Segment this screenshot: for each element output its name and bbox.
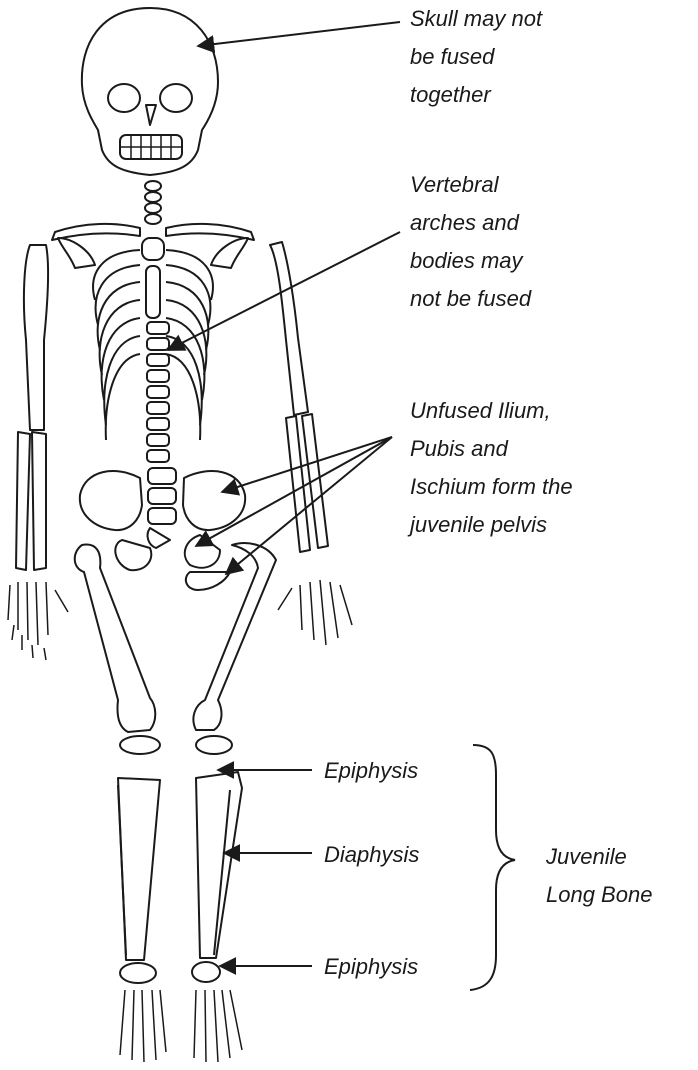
vertebral-label: Vertebral arches and bodies may not be f… [410,166,531,318]
left-arm-drawing [8,245,68,660]
cervical-spine-drawing [145,181,161,224]
epiphysis-bottom-label: Epiphysis [324,948,418,986]
juvenile-long-bone-label: Juvenile Long Bone [546,838,652,914]
skull-label: Skull may not be fused together [410,0,542,114]
skull-drawing [82,8,218,175]
diaphysis-label: Diaphysis [324,836,419,874]
sternum-drawing [142,238,164,318]
right-arm-drawing [270,242,352,645]
epiphysis-top-label: Epiphysis [324,752,418,790]
long-bone-brace [470,745,515,990]
legs-drawing [75,543,276,1062]
pelvis-label: Unfused Ilium, Pubis and Ischium form th… [410,392,573,544]
vertebral-column-drawing [147,322,176,524]
